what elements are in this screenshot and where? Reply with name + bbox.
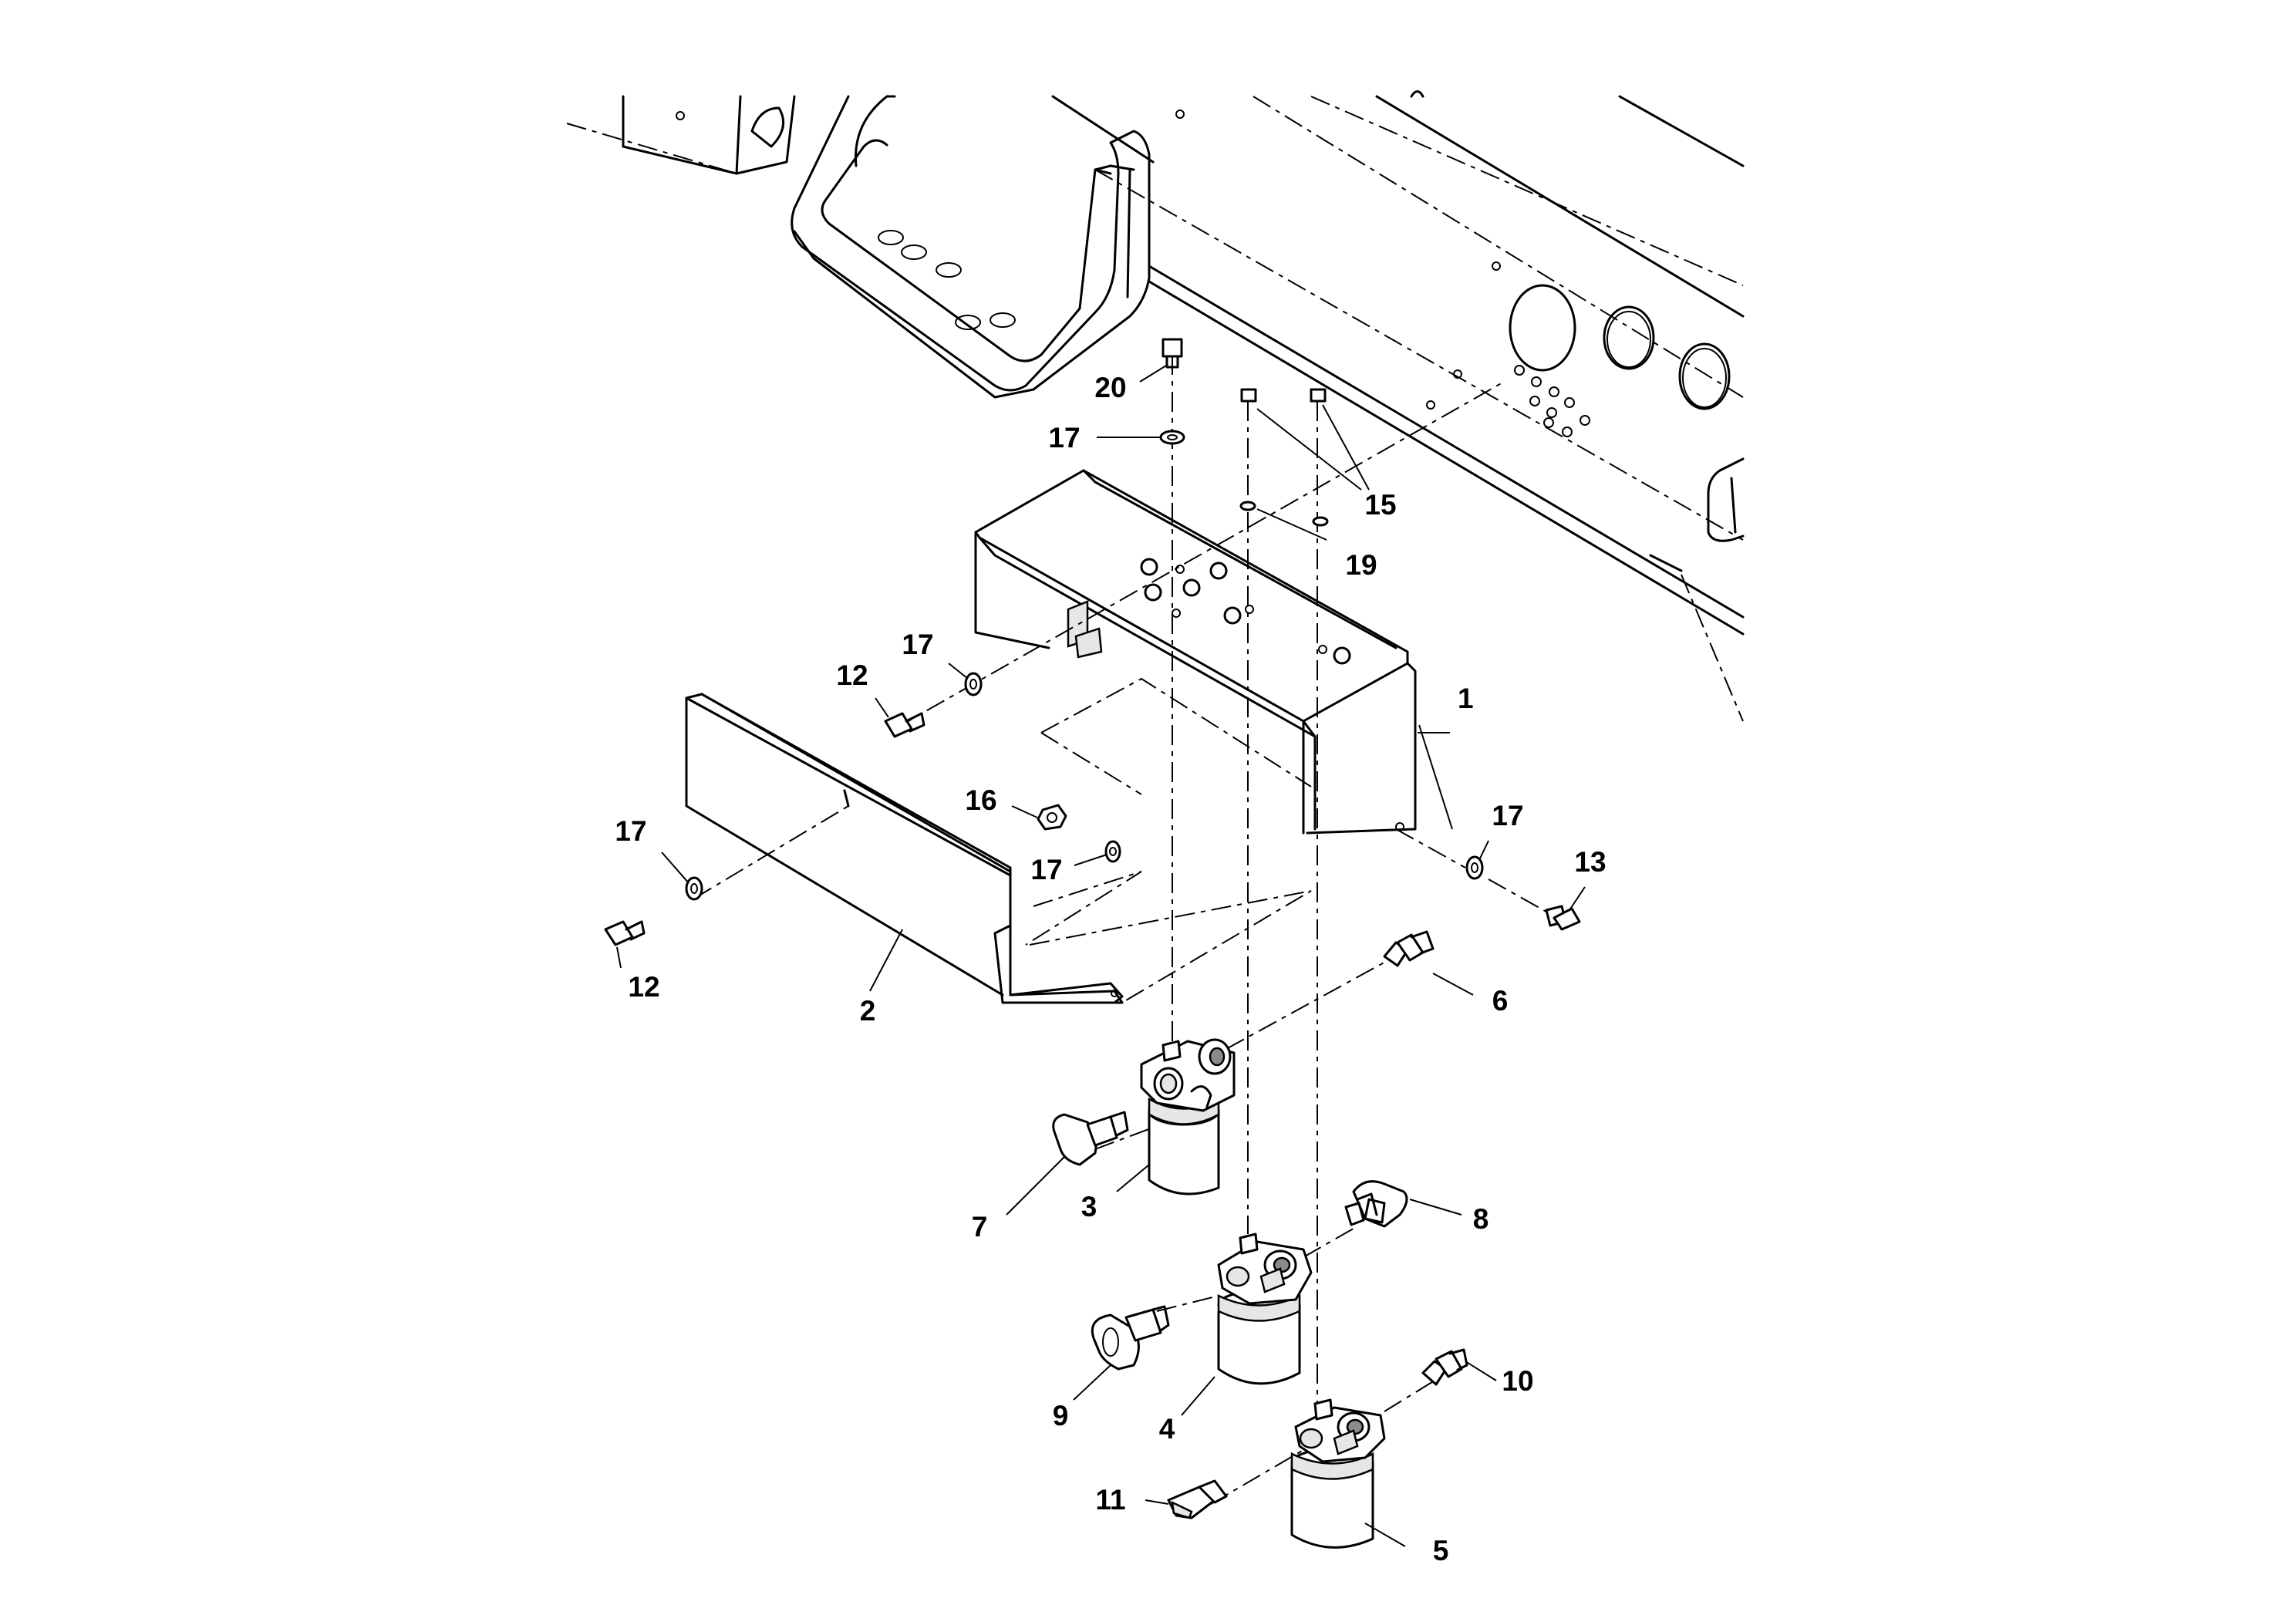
callout-15: 15 bbox=[1364, 489, 1396, 521]
callout-16: 16 bbox=[965, 784, 996, 816]
filter-part-3 bbox=[1140, 1038, 1236, 1195]
elbow-part-9 bbox=[1091, 1305, 1170, 1371]
fitting-part-6 bbox=[1383, 930, 1435, 967]
callout-19: 19 bbox=[1345, 549, 1377, 581]
callout-5: 5 bbox=[1433, 1535, 1449, 1566]
cover-part-1 bbox=[974, 469, 1417, 835]
filter-part-4 bbox=[1217, 1233, 1313, 1385]
callout-10: 10 bbox=[1502, 1365, 1533, 1397]
fitting-part-10 bbox=[1421, 1348, 1468, 1386]
callout-12-lower: 12 bbox=[628, 971, 659, 1003]
callout-13: 13 bbox=[1574, 846, 1606, 878]
callout-12-upper: 12 bbox=[836, 659, 868, 691]
tray-part-2 bbox=[685, 677, 1312, 1004]
callout-8: 8 bbox=[1473, 1203, 1489, 1235]
callout-17-middle: 17 bbox=[1030, 854, 1062, 885]
callouts: 1 2 3 4 5 6 7 8 9 10 11 12 12 13 15 16 1… bbox=[615, 372, 1606, 1566]
callout-17-left-upper: 17 bbox=[902, 629, 933, 660]
elbow-part-11 bbox=[1167, 1479, 1228, 1519]
callout-4: 4 bbox=[1159, 1413, 1175, 1445]
callout-3: 3 bbox=[1081, 1191, 1097, 1222]
machine-frame bbox=[566, 90, 1745, 722]
callout-2: 2 bbox=[860, 995, 876, 1027]
callout-9: 9 bbox=[1053, 1400, 1069, 1431]
callout-17-right: 17 bbox=[1492, 800, 1523, 831]
hardware bbox=[604, 338, 1581, 946]
callout-6: 6 bbox=[1492, 985, 1509, 1017]
callout-11: 11 bbox=[1095, 1484, 1125, 1516]
callout-7: 7 bbox=[972, 1211, 988, 1243]
callout-1: 1 bbox=[1458, 683, 1474, 714]
callout-20: 20 bbox=[1094, 372, 1126, 403]
filter-part-5 bbox=[1290, 1398, 1386, 1549]
elbow-part-8 bbox=[1344, 1180, 1408, 1228]
elbow-part-7 bbox=[1052, 1111, 1129, 1166]
callout-17-top: 17 bbox=[1048, 422, 1080, 454]
leader-lines bbox=[616, 365, 1586, 1547]
callout-17-left-lower: 17 bbox=[615, 815, 646, 847]
assembly-lines bbox=[693, 355, 1551, 1505]
